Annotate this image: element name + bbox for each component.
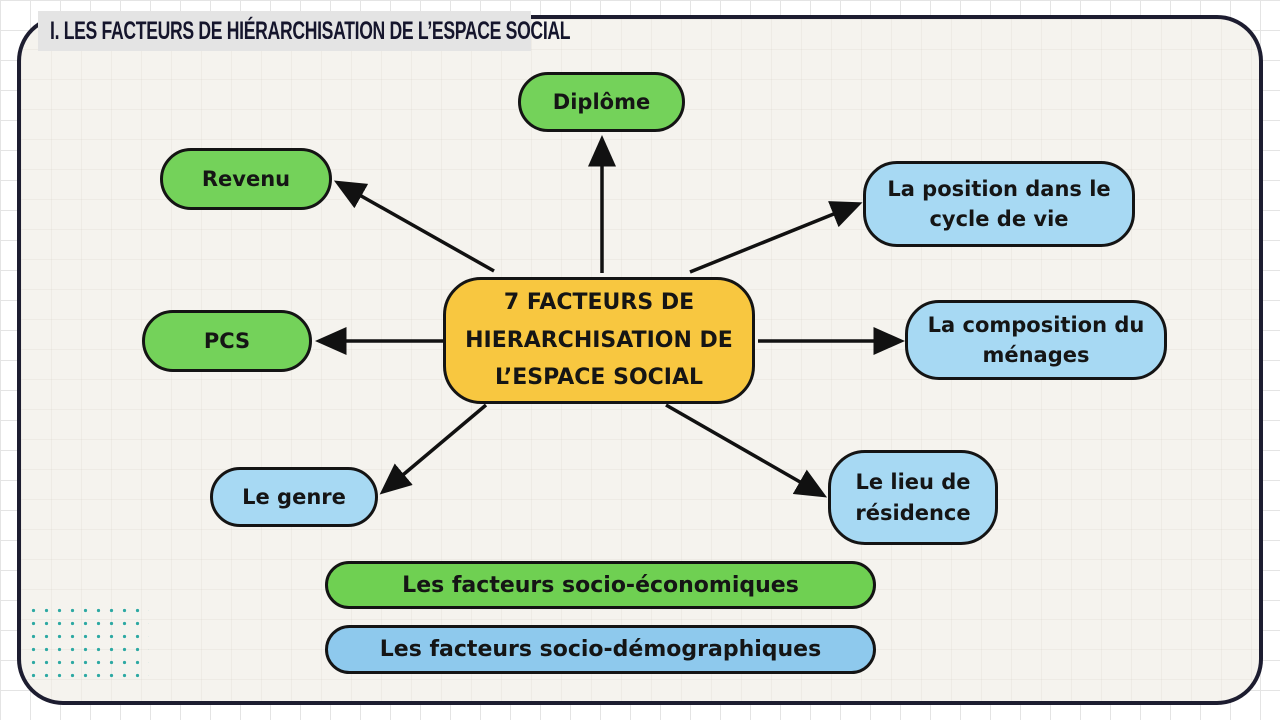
node-diplome: Diplôme <box>518 72 685 132</box>
node-composition-menages: La composition du ménages <box>905 300 1167 380</box>
node-revenu: Revenu <box>160 148 332 210</box>
node-lieu-residence: Le lieu de résidence <box>828 450 998 545</box>
node-genre: Le genre <box>210 467 378 527</box>
section-title-bar: I. LES FACTEURS DE HIÉRARCHISATION DE L’… <box>38 11 571 51</box>
section-title: I. LES FACTEURS DE HIÉRARCHISATION DE L’… <box>50 16 571 45</box>
node-position-cycle-vie: La position dans le cycle de vie <box>863 161 1135 247</box>
legend-socio-economiques: Les facteurs socio-économiques <box>325 561 876 609</box>
dot-pattern-decoration <box>27 604 149 683</box>
legend-socio-demographiques: Les facteurs socio-démographiques <box>325 625 876 674</box>
node-central-7-facteurs: 7 FACTEURS DE HIERARCHISATION DE L’ESPAC… <box>443 277 755 404</box>
node-pcs: PCS <box>142 310 312 372</box>
